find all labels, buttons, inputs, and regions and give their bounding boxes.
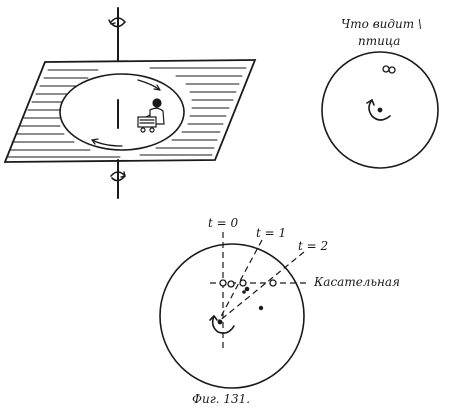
trajectory-disk: [159, 243, 305, 389]
trajectory-rotation-icon: [209, 315, 235, 334]
label-t2: t = 2: [298, 239, 328, 253]
disk-rotation-arrow-bottom: [91, 139, 123, 147]
bird-view-label-line1: Что видит \: [341, 17, 422, 31]
rotating-platform-group: [3, 7, 257, 199]
ball-icon: [382, 65, 396, 74]
sheet-hatching: [7, 67, 247, 158]
axis-top-rotation-icon: [110, 17, 127, 28]
line-t2: [217, 251, 305, 323]
position-markers: [219, 279, 277, 288]
ball-icon: [242, 286, 264, 311]
bird-view-label-line2: птица: [358, 34, 400, 48]
line-t1: [217, 239, 263, 323]
position-t2: [269, 279, 277, 287]
bird-view-rotation-icon: [366, 99, 391, 121]
position-t1: [239, 279, 247, 287]
label-t0: t = 0: [208, 216, 239, 230]
label-tangent: Касательная: [313, 275, 400, 289]
trajectory-group: t = 0 t = 1 t = 2 Касательная: [159, 216, 400, 389]
bird-view-group: Что видит \ птица: [321, 17, 439, 169]
position-t0b: [227, 280, 235, 288]
position-t0: [219, 279, 227, 287]
label-t1: t = 1: [256, 226, 286, 240]
disk-rotation-arrow-top: [137, 79, 161, 91]
rotating-disk: [59, 73, 185, 151]
figure-caption: Фиг. 131.: [192, 392, 250, 406]
person-icon: [137, 98, 165, 133]
